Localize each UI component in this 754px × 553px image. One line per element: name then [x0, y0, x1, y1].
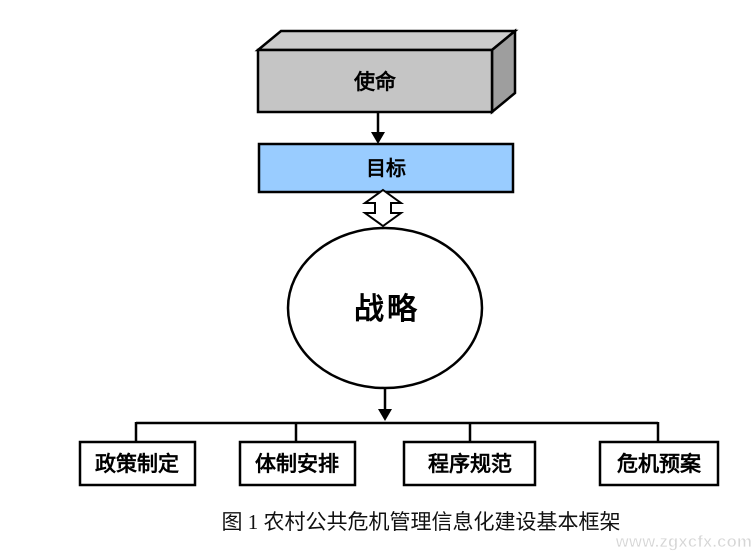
mission-box-front-face	[256, 48, 494, 114]
output-node-policy: 政策制定	[78, 440, 197, 487]
output-label: 体制安排	[255, 452, 339, 476]
arrowhead-down-icon	[371, 132, 385, 144]
strategy-node: 战略	[286, 226, 484, 390]
double-arrow-icon	[361, 188, 405, 228]
goal-label: 目标	[366, 157, 406, 180]
arrow-mission-to-goal	[371, 113, 385, 144]
arrowhead-down-icon	[378, 409, 392, 421]
output-node-procedure: 程序规范	[402, 440, 537, 487]
arrow-strategy-to-branches	[378, 388, 392, 421]
mission-box-top-face	[254, 29, 519, 52]
output-box	[402, 440, 537, 487]
output-box	[78, 440, 197, 487]
output-box	[598, 440, 720, 487]
output-label: 政策制定	[95, 452, 179, 476]
strategy-label: 战略	[354, 293, 420, 326]
branch-connector	[134, 421, 660, 442]
output-label: 危机预案	[617, 452, 702, 476]
output-node-institution: 体制安排	[238, 440, 357, 487]
goal-node: 目标	[257, 142, 515, 194]
mission-node: 使命	[254, 28, 519, 115]
output-node-contingency: 危机预案	[598, 440, 720, 487]
goal-box	[257, 142, 515, 194]
output-label: 程序规范	[428, 452, 512, 476]
watermark: www.zgxcfx.com	[615, 532, 752, 551]
figure-caption: 图 1 农村公共危机管理信息化建设基本框架	[222, 510, 621, 534]
output-box	[238, 440, 357, 487]
mission-label: 使命	[353, 70, 397, 94]
